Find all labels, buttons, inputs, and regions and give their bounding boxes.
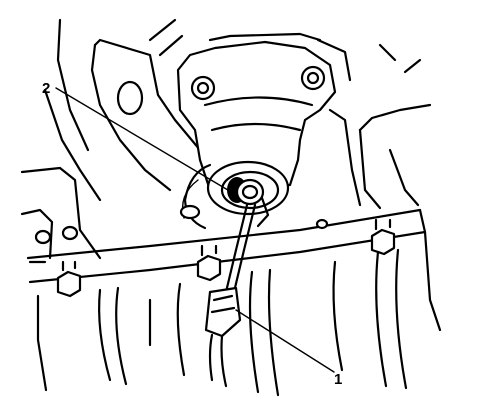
bracket-bolt-right bbox=[300, 65, 326, 91]
leader-line-2 bbox=[55, 87, 239, 197]
callout-1: 1 bbox=[334, 371, 342, 388]
flange-bolt-left bbox=[56, 260, 82, 298]
block-flange bbox=[26, 43, 432, 284]
callout-2: 2 bbox=[42, 80, 50, 97]
upper-housing bbox=[43, 18, 202, 202]
mounting-bracket bbox=[176, 32, 352, 192]
flange-bolts bbox=[56, 218, 396, 298]
flange-bolt-right bbox=[370, 218, 396, 256]
leader-line-1 bbox=[235, 309, 335, 373]
left-block bbox=[20, 166, 102, 264]
lower-pan-ribs bbox=[36, 230, 442, 397]
sensor-boss bbox=[179, 160, 290, 230]
flange-bolt-center bbox=[196, 244, 222, 282]
bracket-bolt-left bbox=[190, 75, 216, 101]
housing-bolt-hole bbox=[116, 80, 144, 116]
sensor-head bbox=[235, 178, 265, 206]
sensor-harness bbox=[204, 203, 257, 388]
leader-lines bbox=[55, 87, 335, 373]
